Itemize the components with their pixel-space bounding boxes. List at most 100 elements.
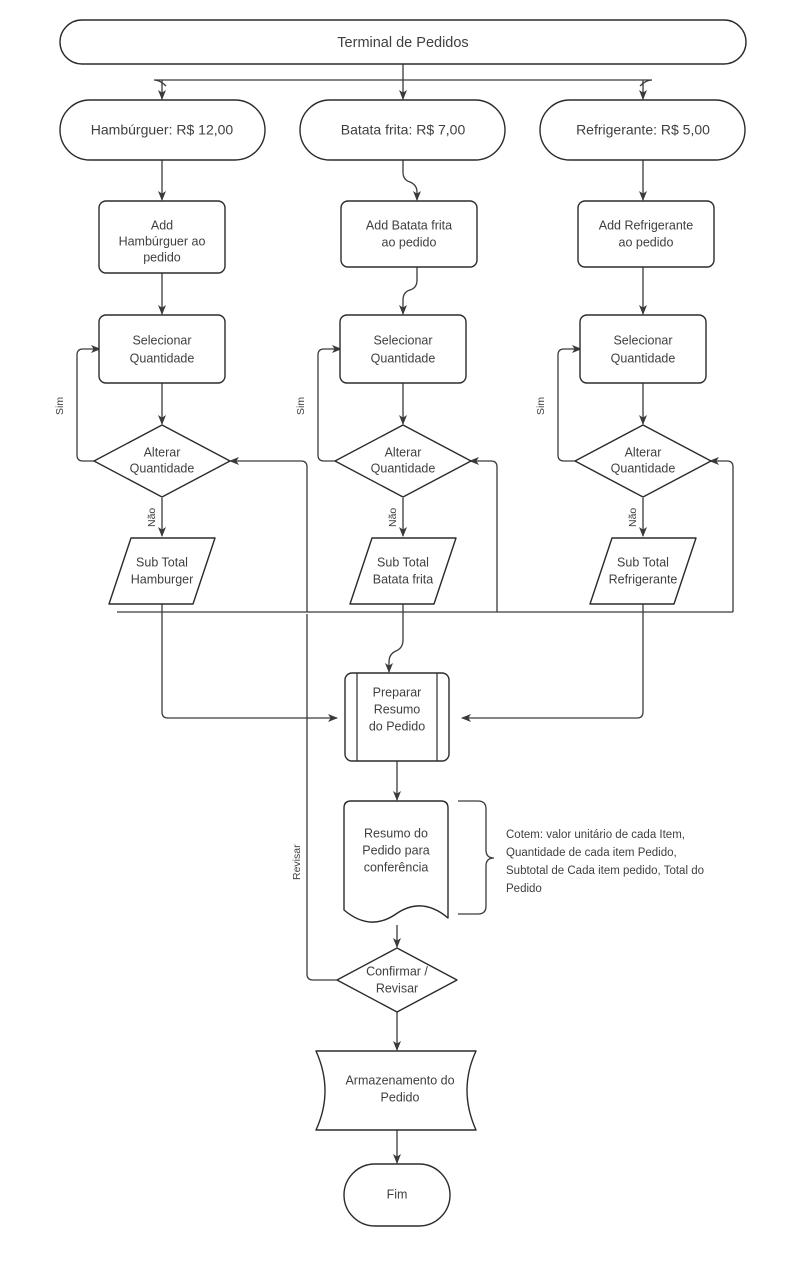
item-3-label: Refrigerante: R$ 5,00 — [576, 122, 710, 138]
decision-2-shape — [334, 424, 472, 498]
connectors — [76, 64, 734, 1164]
note-line1: Cotem: valor unitário de cada Item, — [506, 829, 685, 841]
node-decision-2[interactable]: Alterar Quantidade — [334, 424, 472, 498]
item-1-shape — [59, 99, 266, 161]
add-1-shape — [98, 200, 226, 274]
node-select-qty-3[interactable]: Selecionar Quantidade — [579, 314, 707, 384]
node-item-hamburguer[interactable]: Hambúrguer: R$ 12,00 — [59, 99, 266, 161]
node-item-batata-frita[interactable]: Batata frita: R$ 7,00 — [299, 99, 506, 161]
node-subtotal-refrigerante[interactable]: Sub Total Refrigerante — [589, 537, 697, 605]
add-1-line1: Add — [151, 218, 173, 232]
node-subtotal-batata-frita[interactable]: Sub Total Batata frita — [349, 537, 457, 605]
conn-return-dec2 — [469, 457, 498, 612]
summary-line3: conferência — [364, 860, 429, 874]
add-2-line1: Add Batata frita — [366, 218, 452, 232]
storage-line2: Pedido — [381, 1090, 420, 1104]
decision-2-line1: Alterar — [385, 445, 422, 459]
add-1-line2: Hambúrguer ao — [119, 234, 206, 248]
summary-line2: Pedido para — [362, 843, 429, 857]
start-terminal-shape — [59, 19, 747, 65]
prepare-line2: Resumo — [374, 702, 421, 716]
conn-sim-loop-1 — [76, 345, 102, 462]
qty-2-line1: Selecionar — [373, 333, 432, 347]
node-preparar-resumo[interactable]: Preparar Resumo do Pedido — [344, 672, 450, 762]
item-3-shape — [539, 99, 746, 161]
node-resumo-documento[interactable]: Resumo do Pedido para conferência — [343, 800, 449, 923]
conn-sub2-prep — [385, 612, 404, 673]
node-decision-3[interactable]: Alterar Quantidade — [574, 424, 712, 498]
node-select-qty-2[interactable]: Selecionar Quantidade — [339, 314, 467, 384]
node-item-refrigerante[interactable]: Refrigerante: R$ 5,00 — [539, 99, 746, 161]
conn-add2-qty2 — [399, 267, 418, 315]
qty-1-shape — [98, 314, 226, 384]
subtotal-3-line1: Sub Total — [617, 555, 669, 569]
storage-shape — [315, 1050, 477, 1131]
confirm-line2: Revisar — [376, 981, 418, 995]
node-fim[interactable]: Fim — [343, 1163, 451, 1227]
conn-return-dec1 — [229, 457, 308, 613]
summary-doc-shape — [343, 800, 449, 923]
note-line4: Pedido — [506, 883, 542, 895]
node-add-refrigerante[interactable]: Add Refrigerante ao pedido — [577, 200, 715, 268]
edge-label-revisar: Revisar — [291, 844, 303, 880]
annotation-note: Cotem: valor unitário de cada Item, Quan… — [506, 829, 704, 895]
conn-revisar-loop — [306, 614, 337, 981]
note-line3: Subtotal de Cada item pedido, Total do — [506, 865, 704, 877]
decision-3-shape — [574, 424, 712, 498]
add-1-line3: pedido — [143, 250, 181, 264]
prepare-line3: do Pedido — [369, 719, 425, 733]
node-confirmar-revisar[interactable]: Confirmar / Revisar — [336, 947, 458, 1013]
node-decision-1[interactable]: Alterar Quantidade — [93, 424, 231, 498]
node-select-qty-1[interactable]: Selecionar Quantidade — [98, 314, 226, 384]
decision-1-line2: Quantidade — [130, 461, 195, 475]
qty-2-shape — [339, 314, 467, 384]
edge-label-nao-2: Não — [387, 508, 399, 527]
confirm-shape — [336, 947, 458, 1013]
item-2-shape — [299, 99, 506, 161]
add-2-shape — [340, 200, 478, 268]
qty-1-line1: Selecionar — [132, 333, 191, 347]
node-add-batata-frita[interactable]: Add Batata frita ao pedido — [340, 200, 478, 268]
annotation-brace — [458, 800, 495, 915]
subtotal-1-line2: Hamburger — [131, 572, 194, 586]
prepare-shape — [344, 672, 450, 762]
subtotal-3-line2: Refrigerante — [609, 572, 678, 586]
qty-3-line2: Quantidade — [611, 351, 676, 365]
qty-2-line2: Quantidade — [371, 351, 436, 365]
conn-sub1-prep — [161, 612, 338, 722]
item-2-label: Batata frita: R$ 7,00 — [341, 122, 466, 138]
qty-3-line1: Selecionar — [613, 333, 672, 347]
note-line2: Quantidade de cada item Pedido, — [506, 847, 677, 859]
edge-label-nao-3: Não — [627, 508, 639, 527]
decision-1-line1: Alterar — [144, 445, 181, 459]
subtotal-1-shape — [108, 537, 216, 605]
conn-sub3-prep — [461, 612, 644, 722]
decision-3-line1: Alterar — [625, 445, 662, 459]
confirm-line1: Confirmar / — [366, 964, 428, 978]
add-3-shape — [577, 200, 715, 268]
decision-1-shape — [93, 424, 231, 498]
edge-label-nao-1: Não — [146, 508, 158, 527]
conn-item2-add2 — [402, 160, 421, 201]
node-add-hamburguer[interactable]: Add Hambúrguer ao pedido — [98, 200, 226, 274]
subtotal-2-line2: Batata frita — [373, 572, 433, 586]
edge-label-sim-1: Sim — [54, 397, 66, 415]
conn-sim-loop-3 — [557, 345, 583, 462]
subtotal-2-line1: Sub Total — [377, 555, 429, 569]
item-1-label: Hambúrguer: R$ 12,00 — [91, 122, 234, 138]
end-shape — [343, 1163, 451, 1227]
node-subtotal-hamburger[interactable]: Sub Total Hamburger — [108, 537, 216, 605]
conn-return-dec3 — [709, 457, 734, 612]
add-2-line2: ao pedido — [382, 235, 437, 249]
edge-label-sim-3: Sim — [535, 397, 547, 415]
start-label: Terminal de Pedidos — [337, 35, 468, 51]
summary-line1: Resumo do — [364, 826, 428, 840]
subtotal-3-shape — [589, 537, 697, 605]
prepare-line1: Preparar — [373, 685, 422, 699]
qty-1-line2: Quantidade — [130, 351, 195, 365]
decision-3-line2: Quantidade — [611, 461, 676, 475]
node-armazenamento[interactable]: Armazenamento do Pedido — [315, 1050, 477, 1131]
node-start[interactable]: Terminal de Pedidos — [59, 19, 747, 65]
